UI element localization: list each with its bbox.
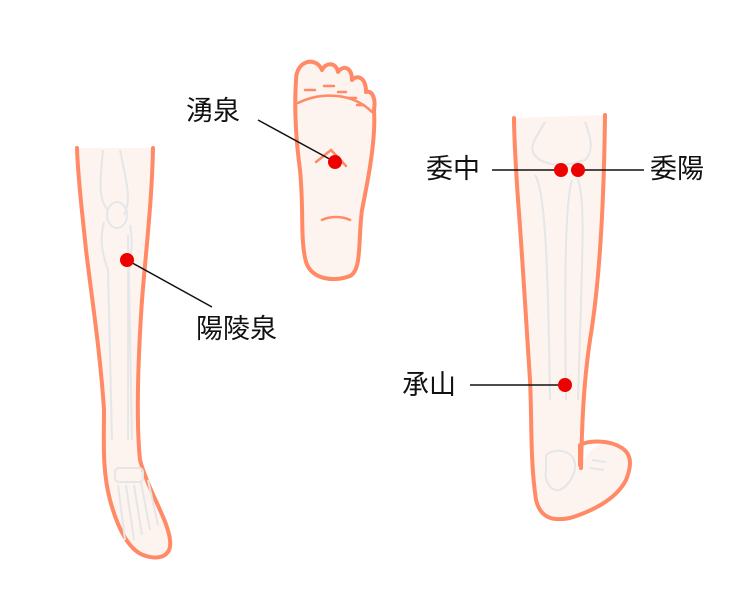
leader-yanglingquan bbox=[126, 259, 213, 308]
leg-posterior-figure bbox=[512, 113, 632, 522]
foot-sole-figure bbox=[293, 59, 377, 281]
point-weizhong bbox=[554, 163, 568, 177]
point-yongquan bbox=[328, 155, 342, 169]
label-weizhong: 委中 bbox=[426, 154, 480, 185]
point-yanglingquan bbox=[120, 253, 134, 267]
point-chengshan bbox=[558, 378, 572, 392]
label-yongquan: 湧泉 bbox=[186, 96, 240, 127]
label-weiyang: 委陽 bbox=[650, 154, 704, 185]
leg-lateral-figure bbox=[75, 146, 173, 560]
leader-yongquan bbox=[257, 119, 336, 163]
label-yanglingquan: 陽陵泉 bbox=[196, 314, 277, 345]
label-chengshan: 承山 bbox=[402, 370, 456, 401]
point-weiyang bbox=[571, 163, 585, 177]
